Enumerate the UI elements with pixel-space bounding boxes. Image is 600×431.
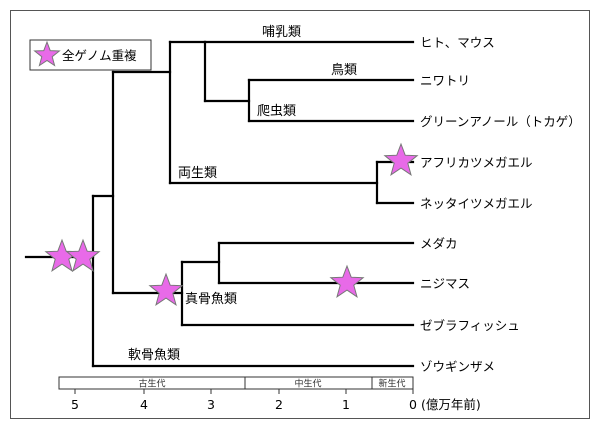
clade-label-birds: 鳥類 xyxy=(331,63,357,78)
axis-tick-label: 5 xyxy=(71,397,79,412)
axis-tick-label: 0 xyxy=(409,397,417,412)
taxon-label: グリーンアノール（トカゲ） xyxy=(420,114,581,129)
axis-tick-label: 3 xyxy=(207,397,215,412)
tree-branches xyxy=(24,40,415,368)
taxon-label: ネッタイツメガエル xyxy=(420,196,533,211)
wgd-star-icon xyxy=(329,264,365,298)
clade-label-reptiles: 爬虫類 xyxy=(257,104,296,119)
taxon-label: ゼブラフィッシュ xyxy=(420,318,520,333)
wgd-stars xyxy=(44,142,419,306)
era-bar-frame xyxy=(58,376,414,390)
era-label-paleozoic: 古生代 xyxy=(138,378,165,390)
taxon-label: ヒト、マウス xyxy=(420,35,495,50)
taxon-label: ニワトリ xyxy=(420,73,470,88)
clade-label-mammals: 哺乳類 xyxy=(262,25,301,40)
taxon-labels: ヒト、マウス ニワトリ グリーンアノール（トカゲ） アフリカツメガエル ネッタイ… xyxy=(420,35,581,374)
era-bar: 古生代 中生代 新生代 xyxy=(58,376,414,390)
wgd-star-icon xyxy=(33,40,61,67)
legend: 全ゲノム重複 xyxy=(29,39,152,71)
axis-tick-label: 1 xyxy=(342,397,350,412)
clade-label-teleosts: 真骨魚類 xyxy=(185,292,237,307)
wgd-star-icon xyxy=(148,272,184,306)
wgd-star-icon xyxy=(383,142,419,176)
clade-labels: 哺乳類 鳥類 爬虫類 両生類 真骨魚類 軟骨魚類 xyxy=(128,25,357,363)
wgd-star-icon xyxy=(65,238,101,272)
legend-label: 全ゲノム重複 xyxy=(62,48,137,63)
time-axis: 5 4 3 2 1 0 (億万年前) xyxy=(59,388,481,412)
taxon-label: ニジマス xyxy=(420,276,470,291)
axis-tick-label: 4 xyxy=(140,397,148,412)
axis-tick-label: 2 xyxy=(275,397,283,412)
clade-label-amphibians: 両生類 xyxy=(178,166,217,181)
axis-unit-label: (億万年前) xyxy=(421,397,481,412)
taxon-label: ゾウギンザメ xyxy=(420,359,495,374)
taxon-label: メダカ xyxy=(420,236,458,251)
axis-ticks xyxy=(74,389,414,394)
taxon-label: アフリカツメガエル xyxy=(420,155,533,170)
era-label-mesozoic: 中生代 xyxy=(294,378,321,390)
diagram-frame xyxy=(10,10,590,419)
clade-label-chondrichthyans: 軟骨魚類 xyxy=(128,347,180,363)
era-label-cenozoic: 新生代 xyxy=(378,378,405,390)
